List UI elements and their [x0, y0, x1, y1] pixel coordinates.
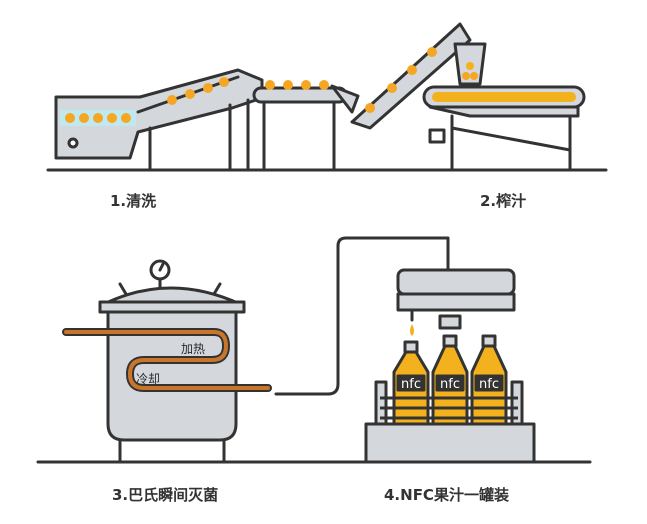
- bottles: [392, 334, 508, 426]
- tank-body: [106, 310, 238, 442]
- flat-conveyor: [252, 86, 348, 104]
- bottle-label-1: nfc: [401, 377, 421, 392]
- guide-bars: [380, 396, 518, 420]
- bottle-label-3: nfc: [479, 377, 499, 392]
- elevator-conveyor: [350, 22, 472, 130]
- step-3-label: 3.巴氏瞬间灭菌: [112, 486, 219, 504]
- machine-base: [364, 422, 536, 464]
- heating-cooling-coil: [62, 328, 272, 392]
- step-1-label: 1.清洗: [110, 192, 157, 210]
- cooling-label: 冷却: [136, 372, 160, 386]
- tank-valve: [67, 137, 79, 149]
- bottle-1: [392, 340, 430, 426]
- juice-drop: [410, 324, 414, 336]
- pasteurizing-tank: [36, 236, 592, 464]
- pressed-juice: [432, 62, 576, 102]
- step-2-label: 2.榨汁: [480, 192, 527, 210]
- bottle-3: [470, 334, 508, 426]
- transfer-pipe: [274, 236, 450, 396]
- bottle-2: [431, 334, 469, 426]
- bottle-label-2: nfc: [440, 377, 460, 392]
- heating-label: 加热: [181, 342, 205, 356]
- step-4-label: 4.NFC果汁一罐装: [384, 486, 509, 504]
- oranges: [65, 47, 478, 123]
- filler-head: [396, 268, 516, 296]
- bottling-machine: [364, 268, 536, 464]
